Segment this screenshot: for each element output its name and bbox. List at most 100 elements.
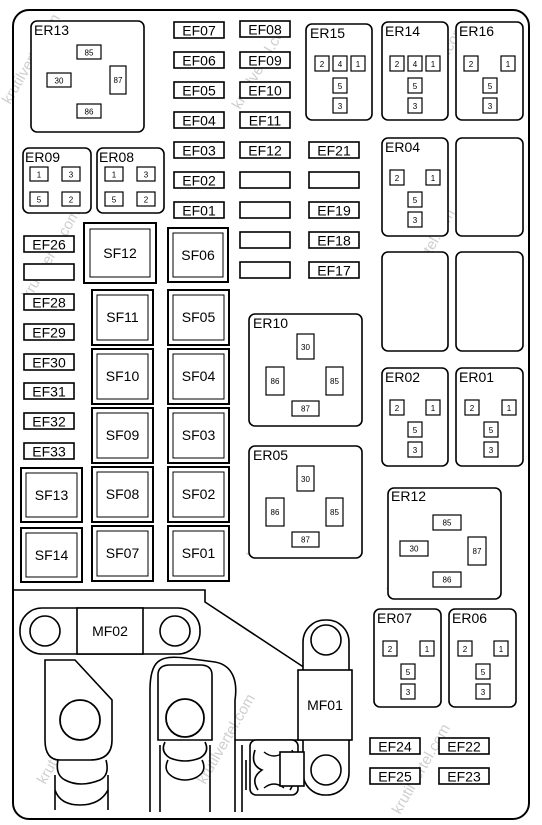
fuse-label: EF29 [32, 325, 66, 341]
fuse-slot-empty [239, 231, 291, 249]
terminal-connector-left [44, 659, 113, 810]
fuse-ef30: EF30 [23, 353, 75, 371]
pin-label: 2 [395, 60, 400, 69]
fuse-label: SF10 [106, 368, 140, 384]
fuse-label: SF11 [106, 309, 139, 325]
fuse-ef08: EF08 [239, 20, 291, 38]
fuse-label: SF02 [182, 486, 216, 502]
pin-label: 3 [481, 688, 486, 697]
pin-label: 5 [37, 196, 42, 205]
pin-label: 1 [507, 404, 512, 413]
pin-label: 30 [301, 475, 310, 484]
fuse-label: EF26 [32, 237, 66, 253]
fuse-ef05: EF05 [173, 81, 225, 99]
fuse-ef28: EF28 [23, 293, 75, 311]
fuse-ef21: EF21 [308, 141, 360, 159]
relay-label-er02: ER02 [385, 369, 420, 385]
relay-label-er04: ER04 [385, 139, 420, 155]
fuse-sf04: SF04 [167, 348, 230, 405]
fuse-label: EF06 [182, 53, 216, 69]
pin-label: 87 [301, 405, 310, 414]
terminal-connector-middle [157, 664, 213, 812]
fuse-label: EF05 [182, 83, 216, 99]
fuse-ef26: EF26 [23, 235, 75, 253]
pin-label: 4 [413, 60, 418, 69]
pin-label: 30 [410, 545, 419, 554]
pin-label: 5 [413, 196, 418, 205]
relay-er15: ER15 2 4 1 5 3 [305, 23, 373, 121]
fuse-label: EF30 [32, 355, 66, 371]
fuse-label: EF08 [248, 22, 282, 38]
fuse-sf13: SF13 [20, 467, 83, 523]
fuse-ef07: EF07 [173, 21, 225, 39]
pin-label: 85 [330, 508, 339, 517]
bus-bar-outline [149, 656, 237, 740]
pin-label: 4 [338, 60, 343, 69]
relay-label-er05: ER05 [253, 447, 288, 463]
pin-label: 85 [443, 519, 452, 528]
relay-er07: ER07 2 1 5 3 [373, 608, 442, 708]
fuse-box-housing [12, 9, 530, 820]
fuse-label: EF25 [378, 769, 412, 785]
fuse-label: SF08 [106, 486, 140, 502]
fuse-label: EF03 [182, 143, 216, 159]
fuse-label: SF14 [35, 547, 69, 563]
pin-label: 5 [481, 668, 486, 677]
pin-label: 1 [431, 404, 436, 413]
fuse-label: EF32 [32, 414, 66, 430]
pin-label: 1 [499, 645, 504, 654]
relay-label-er14: ER14 [385, 23, 420, 39]
pin-label: 3 [144, 171, 149, 180]
fuse-label: EF04 [182, 113, 216, 129]
relay-label-er13: ER13 [34, 22, 69, 38]
pin-label: 2 [395, 174, 400, 183]
fuse-ef09: EF09 [239, 51, 291, 69]
fuse-ef10: EF10 [239, 81, 291, 99]
fuse-label: EF22 [447, 739, 481, 755]
pin-label: 2 [470, 404, 475, 413]
fuse-label: EF02 [182, 173, 216, 189]
pin-label: 2 [388, 645, 393, 654]
fuse-ef11: EF11 [239, 111, 291, 129]
relay-er16: ER16 2 1 5 3 [455, 21, 524, 121]
relay-er08: ER08 1 3 5 2 [96, 147, 165, 214]
fuse-label: EF12 [248, 143, 282, 159]
fuse-ef01: EF01 [173, 201, 225, 219]
pin-label: 1 [425, 645, 430, 654]
relay-label-er10: ER10 [253, 315, 288, 331]
fuse-ef04: EF04 [173, 111, 225, 129]
pin-label: 5 [488, 82, 493, 91]
relay-er13: ER13 85 30 87 86 [30, 20, 145, 133]
fuse-slot-empty [308, 171, 360, 189]
pin-label: 1 [431, 174, 436, 183]
pin-label: 1 [112, 171, 117, 180]
relay-er10: ER10 30 86 85 87 [248, 313, 363, 427]
fuse-ef33: EF33 [23, 442, 75, 460]
fuse-ef32: EF32 [23, 412, 75, 430]
pin-label: 87 [473, 547, 482, 556]
fuse-label: SF13 [35, 487, 69, 503]
pin-label: 85 [85, 49, 94, 58]
relay-er14: ER14 2 4 1 5 3 [381, 21, 449, 121]
relay-label-er09: ER09 [25, 149, 60, 165]
pin-label: 3 [413, 216, 418, 225]
pin-label: 5 [413, 426, 418, 435]
fuse-sf03: SF03 [167, 407, 230, 464]
fuse-label: EF01 [182, 203, 216, 219]
pin-label: 3 [69, 171, 74, 180]
fuse-ef31: EF31 [23, 382, 75, 400]
pin-label: 5 [413, 82, 418, 91]
fuse-label: SF12 [103, 245, 137, 261]
fuse-ef23: EF23 [438, 767, 490, 785]
fuse-ef25: EF25 [369, 767, 421, 785]
relay-er09: ER09 1 3 5 2 [22, 147, 92, 214]
relay-label-er07: ER07 [377, 610, 412, 626]
fuse-mf02: MF02 [19, 607, 201, 655]
pin-label: 87 [114, 76, 123, 85]
relay-label-er16: ER16 [459, 23, 494, 39]
pin-label: 1 [356, 60, 361, 69]
fuse-sf12: SF12 [83, 222, 157, 284]
fuse-label: EF24 [378, 739, 412, 755]
pin-label: 3 [338, 102, 343, 111]
